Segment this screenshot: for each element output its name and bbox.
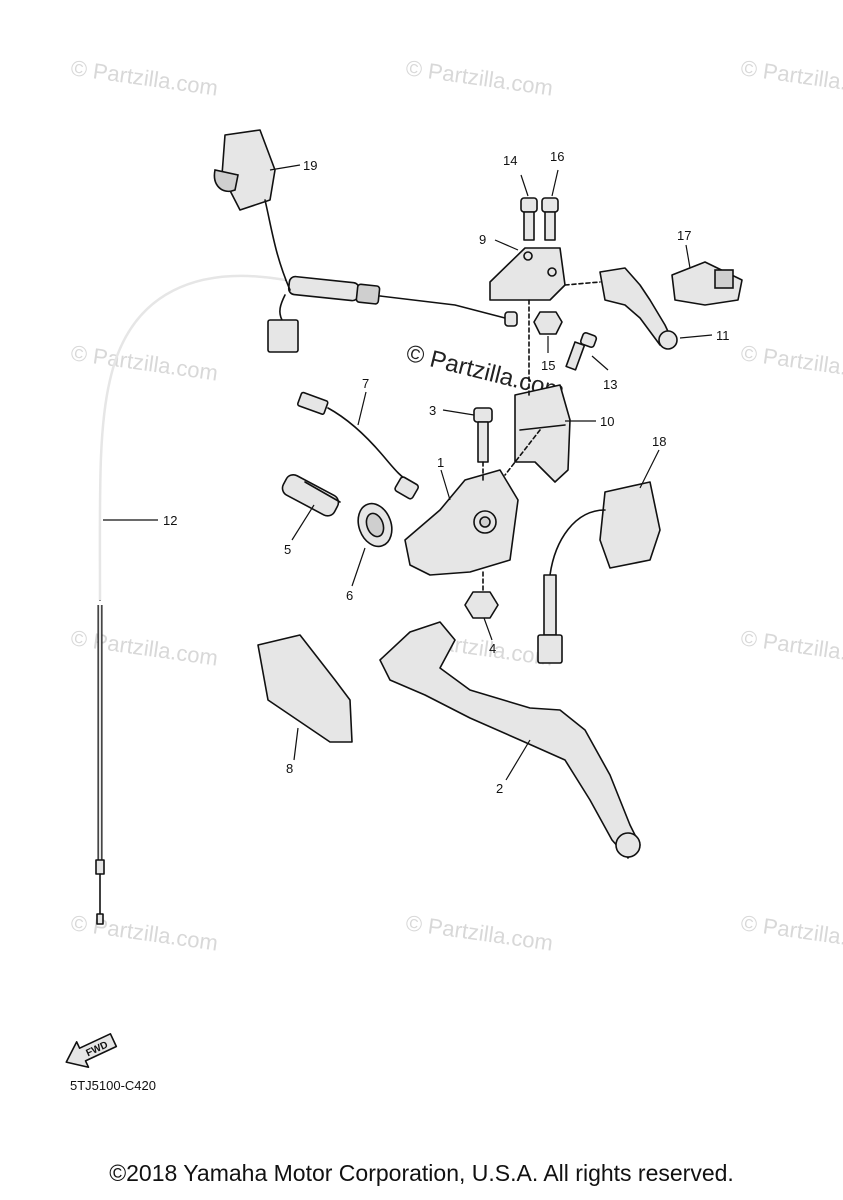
part-5-adjuster bbox=[281, 474, 341, 517]
watermark: © Partzilla.com bbox=[404, 55, 554, 100]
part-number-8: 8 bbox=[286, 761, 293, 776]
watermark: © Partzilla.com bbox=[739, 55, 843, 100]
part-9-bracket bbox=[489, 247, 566, 301]
part-number-6: 6 bbox=[346, 588, 353, 603]
part-number-16: 16 bbox=[550, 149, 564, 164]
part-6-nut bbox=[357, 502, 393, 548]
part-number-1: 1 bbox=[437, 455, 444, 470]
part-18-switch bbox=[537, 481, 661, 664]
part-4-nut bbox=[464, 591, 499, 619]
part-number-3: 3 bbox=[429, 403, 436, 418]
part-11-lever bbox=[599, 267, 678, 350]
part-19-switch bbox=[213, 129, 299, 353]
part-17-clip bbox=[671, 261, 743, 306]
part-number-19: 19 bbox=[303, 158, 317, 173]
fwd-arrow-icon: FWD bbox=[65, 1033, 118, 1069]
part-labels: 19 14 16 9 17 11 15 13 10 3 7 1 18 12 5 … bbox=[163, 149, 730, 796]
watermark: © Partzilla.com bbox=[739, 625, 843, 670]
part-13-screw bbox=[565, 332, 598, 371]
part-number-2: 2 bbox=[496, 781, 503, 796]
copyright-notice: ©2018 Yamaha Motor Corporation, U.S.A. A… bbox=[109, 1160, 734, 1186]
part-number-14: 14 bbox=[503, 153, 517, 168]
part-number-7: 7 bbox=[362, 376, 369, 391]
part-number-9: 9 bbox=[479, 232, 486, 247]
part-12-cable bbox=[95, 274, 518, 925]
part-16-bolt bbox=[541, 197, 559, 241]
part-number-4: 4 bbox=[489, 641, 496, 656]
part-number-5: 5 bbox=[284, 542, 291, 557]
part-14-bolt bbox=[520, 197, 538, 241]
watermark: © Partzilla.com bbox=[739, 340, 843, 385]
part-number-12: 12 bbox=[163, 513, 177, 528]
watermark: © Partzilla.com bbox=[739, 910, 843, 955]
watermark: © Partzilla.com bbox=[404, 910, 554, 955]
part-3-bolt bbox=[473, 407, 493, 463]
watermark: © Partzilla.com bbox=[69, 910, 219, 955]
part-15-nut bbox=[533, 311, 563, 335]
part-2-lever bbox=[379, 621, 641, 859]
part-7-switch bbox=[296, 391, 420, 500]
part-number-18: 18 bbox=[652, 434, 666, 449]
watermark: © Partzilla.com bbox=[69, 340, 219, 385]
part-1-bracket bbox=[404, 469, 519, 576]
diagram-code: 5TJ5100-C420 bbox=[70, 1078, 156, 1093]
leader-lines bbox=[103, 164, 713, 781]
connector-lines bbox=[482, 281, 601, 593]
part-number-10: 10 bbox=[600, 414, 614, 429]
part-number-13: 13 bbox=[603, 377, 617, 392]
part-number-11: 11 bbox=[716, 328, 730, 343]
watermark: © Partzilla.com bbox=[69, 625, 219, 670]
part-number-17: 17 bbox=[677, 228, 691, 243]
watermark: © Partzilla.com bbox=[69, 55, 219, 100]
part-10-holder bbox=[514, 384, 571, 483]
part-8-cover bbox=[257, 634, 353, 743]
part-number-15: 15 bbox=[541, 358, 555, 373]
